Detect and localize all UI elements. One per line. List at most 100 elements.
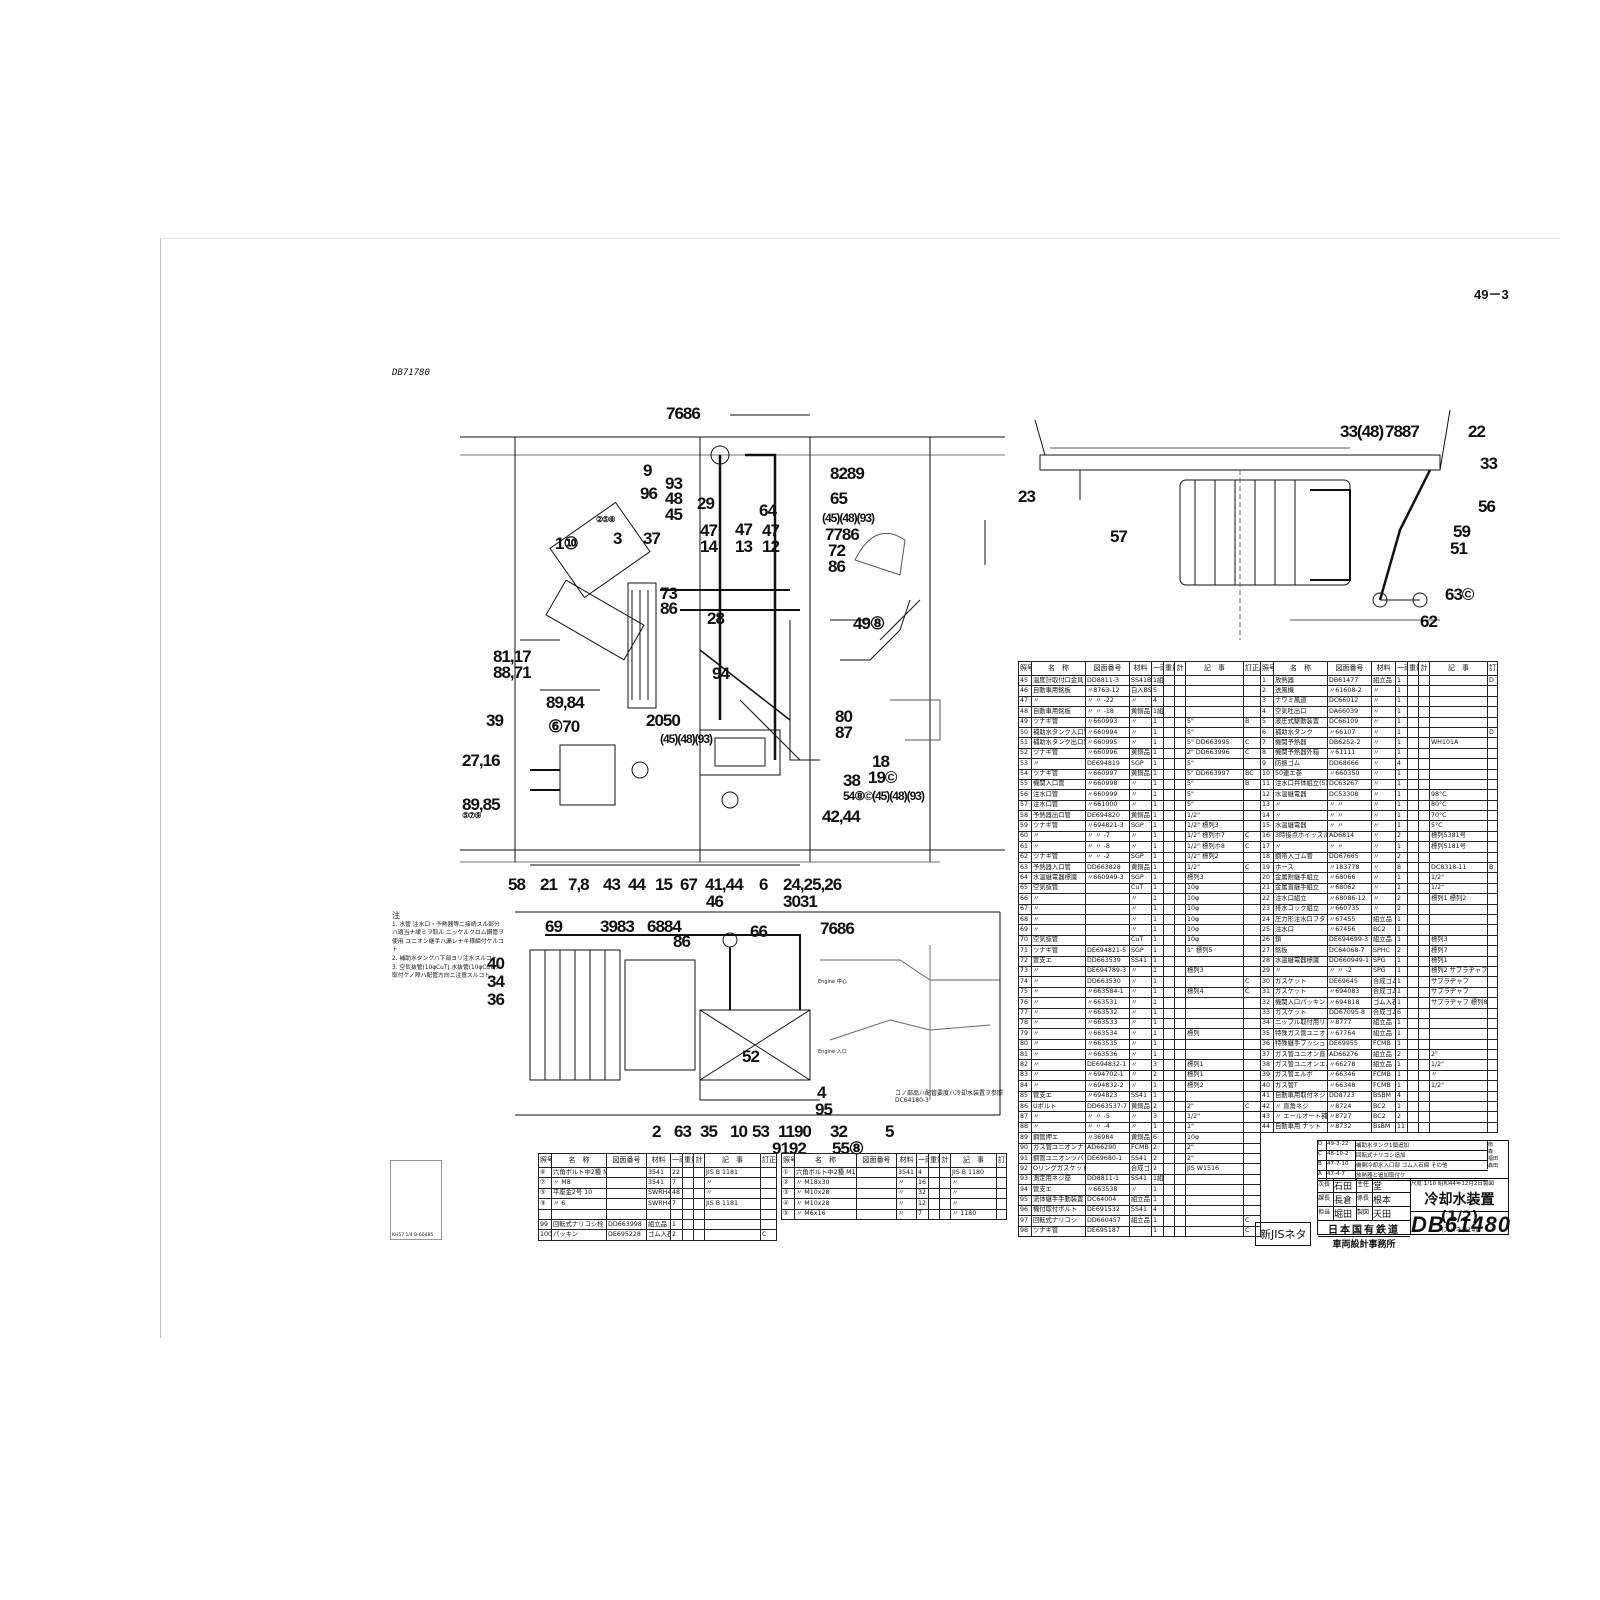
table-cell: 合成ゴム (1371, 986, 1396, 999)
table-cell: 50連エ巻 (1273, 768, 1328, 780)
table-cell: 1 (1395, 924, 1408, 936)
table-cell: 〃 〃 -7 (1085, 830, 1130, 843)
table-cell: 銘板 (1273, 945, 1328, 957)
table-cell (1085, 893, 1130, 905)
bolt-table-b: 照号名 称図面番号材料一両分個数重量 単計記 事訂正記号①六角ボルト中2種 M1… (781, 1153, 1007, 1220)
table-cell: 放熱器 (1273, 674, 1328, 687)
table-cell (1174, 1142, 1186, 1154)
table-cell: 91 (1018, 1152, 1032, 1165)
table-cell: 〃 (1129, 1059, 1152, 1071)
table-cell (606, 1198, 647, 1210)
table-cell: DC66109 (1327, 716, 1372, 728)
table-cell: 〃 (1371, 851, 1396, 864)
table-cell: 〃 (1031, 695, 1086, 708)
table-cell: 〃8724 (1327, 1100, 1372, 1113)
table-cell: 93 (1018, 1173, 1032, 1186)
column-header: 訂正記号 (1487, 661, 1498, 676)
table-cell: 〃 (1371, 820, 1396, 832)
table-cell: 22 (1260, 893, 1274, 905)
table-cell: SWRH4 (646, 1187, 671, 1200)
table-cell: 〃660995 (1085, 737, 1130, 749)
callout: ⑤⑦⑨ (462, 811, 481, 820)
table-cell: ガスケット (1273, 986, 1328, 999)
table-cell (693, 1218, 705, 1231)
table-cell (1163, 945, 1175, 957)
table-cell (1163, 986, 1175, 999)
table-cell: 1 (1151, 1121, 1164, 1134)
table-row: 78〃〃663533〃1 (1018, 1017, 1261, 1030)
table-cell (1487, 768, 1498, 780)
callout: 9 (643, 461, 653, 480)
table-cell: ⑤ (781, 1208, 795, 1220)
table-cell: 〃 (1429, 1069, 1488, 1082)
table-cell: 2" (1429, 1049, 1488, 1061)
drawing-ref: DB71780 (392, 368, 430, 378)
callout: 23 (1018, 487, 1036, 506)
table-cell (1243, 695, 1261, 708)
callout: 6884 (647, 917, 682, 936)
table-cell: SS41 (1129, 1173, 1152, 1186)
table-cell (1174, 882, 1186, 895)
table-cell: 〃 (1031, 1038, 1086, 1051)
table-cell: 8 (1395, 862, 1408, 874)
table-cell: 1 (1151, 1007, 1164, 1019)
table-cell: DD663828 (1085, 862, 1130, 874)
table-cell (1487, 830, 1498, 843)
table-cell (1174, 872, 1186, 884)
table-cell (1407, 976, 1419, 988)
table-cell: 組立品 (1371, 1017, 1396, 1030)
table-cell: 2 (1395, 1111, 1408, 1123)
role: 担当 (1318, 1207, 1334, 1220)
sheet-edge (160, 238, 161, 1338)
table-cell (1418, 768, 1430, 780)
table-cell: 1 (1395, 768, 1408, 780)
table-cell (1487, 851, 1498, 864)
table-cell: 〃 (1129, 893, 1152, 905)
table-cell (693, 1187, 705, 1200)
table-cell: 〃663584-1 (1085, 986, 1130, 999)
table-cell (1407, 1028, 1419, 1040)
table-cell: 〃 (1273, 965, 1328, 978)
table-cell (1163, 1163, 1175, 1175)
table-cell: 1 (1151, 1090, 1164, 1103)
callout: 86 (673, 932, 691, 951)
table-cell: D (1487, 726, 1498, 739)
table-cell: 5" (1185, 726, 1244, 739)
table-cell: 流体継手手動装置 (1031, 1194, 1086, 1206)
table-cell: 10φ (1185, 934, 1244, 947)
new-jis-stamp: 新JISネタ (1255, 1222, 1312, 1246)
table-cell: 1 (1395, 1017, 1408, 1030)
table-cell: 〃 〃 (1327, 810, 1372, 822)
table-cell: CuT (1129, 934, 1152, 947)
table-cell: 〃694823 (1085, 1090, 1130, 1103)
table-cell (1185, 997, 1244, 1009)
table-cell: 5" DD663997 (1185, 768, 1244, 780)
table-cell (1407, 934, 1419, 947)
table-cell: 80 (1018, 1038, 1032, 1051)
table-cell: 3 (1260, 695, 1274, 708)
table-cell (1174, 830, 1186, 843)
table-cell (1243, 685, 1261, 697)
table-cell: Oリングガスケット (1031, 1163, 1086, 1175)
table-cell: DC64068-7 (1327, 945, 1372, 957)
signature: 長倉 (1334, 1193, 1357, 1206)
table-cell: 予熱器入口管 (1031, 862, 1086, 874)
table-cell (1163, 893, 1175, 905)
table-cell: 1 (1395, 1038, 1408, 1051)
table-cell: 1 (1395, 913, 1408, 926)
callout: 51 (1450, 539, 1468, 558)
table-cell: 1 (1151, 955, 1164, 967)
table-cell: 1 (1395, 1028, 1408, 1040)
